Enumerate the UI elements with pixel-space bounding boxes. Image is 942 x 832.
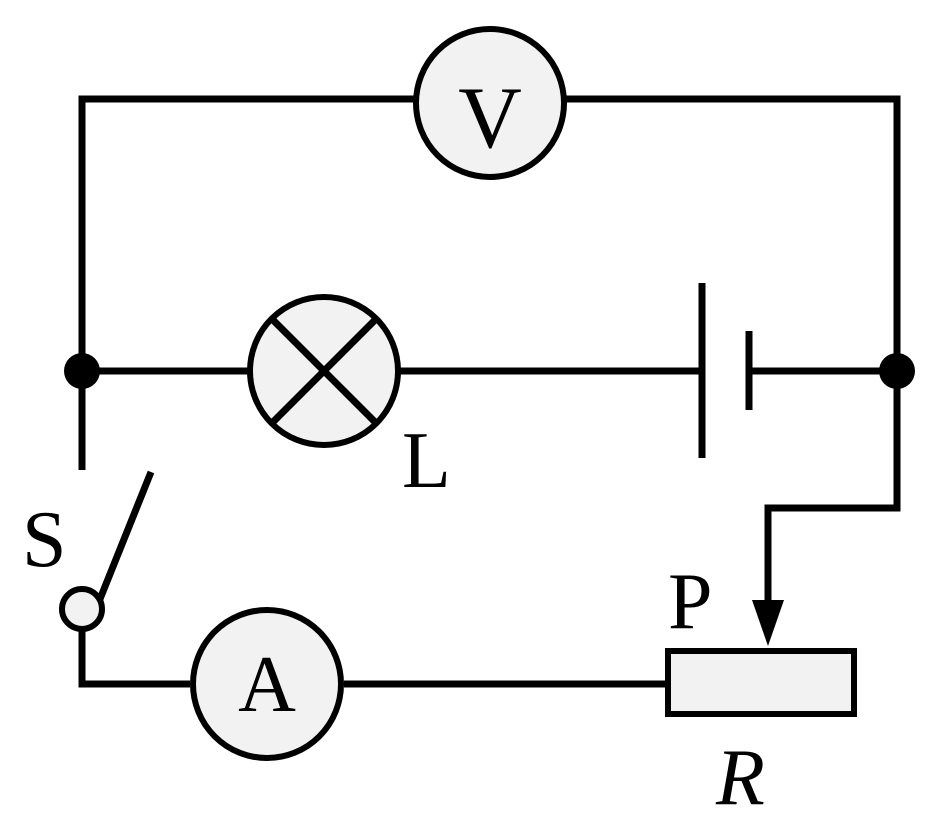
voltmeter-branch-wire [78,95,901,610]
ammeter: A [190,607,344,761]
slider-label: P [668,558,713,646]
switch-label: S [22,496,67,584]
switch [59,470,155,632]
cell-icon [698,283,753,458]
slider-arrow-icon [752,600,784,646]
bottom-wire-left [78,630,190,688]
lamp-label: L [402,417,451,505]
junction-left-dot [64,353,100,389]
junction-right-dot [879,353,915,389]
voltmeter: V [413,26,567,180]
rheostat-label: R [715,734,765,822]
lamp [247,294,401,448]
voltmeter-symbol: V [458,70,522,167]
rheostat [665,648,857,717]
ammeter-symbol: A [238,641,296,729]
